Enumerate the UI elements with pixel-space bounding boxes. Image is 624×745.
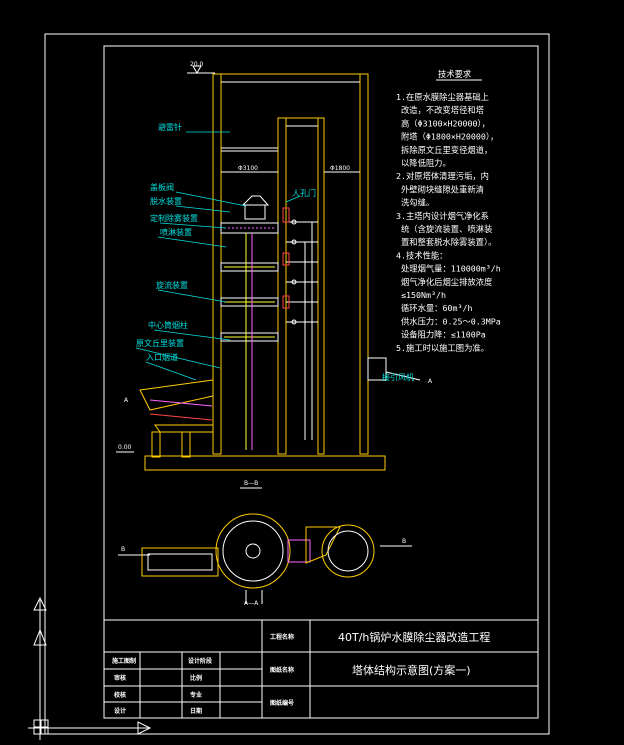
label-demist: 脱水装置	[150, 196, 182, 206]
label-spray: 喷淋装置	[160, 227, 192, 237]
section-aa-label: A—A	[244, 600, 259, 607]
dim-main-text: Φ3100	[238, 165, 258, 172]
note-line: 处理烟气量：110000m³/h	[396, 264, 501, 274]
main-tower	[212, 73, 369, 455]
leader-lines	[135, 131, 301, 381]
number-label: 图纸编号	[270, 699, 294, 707]
label-valve-top: 盖板阀	[150, 182, 174, 192]
fan-label: 接引风机	[382, 372, 414, 382]
row2-left: 审核	[114, 674, 126, 682]
dim-aux-text: Φ1800	[330, 165, 350, 172]
row1-right: 设计阶段	[188, 657, 212, 665]
inlet-duct	[139, 379, 214, 458]
note-line: 循环水量：60m³/h	[396, 303, 472, 313]
row1-left: 施工图制	[112, 657, 136, 665]
title-block: 工程名称 40T/h锅炉水膜除尘器改造工程 图纸名称 塔体结构示意图(方案一) …	[103, 619, 539, 719]
demister-cap	[241, 195, 270, 220]
row3-right: 专业	[190, 691, 202, 699]
mark-a-right: A	[428, 378, 433, 385]
label-center-pillar: 中心筒烟柱	[148, 320, 188, 330]
note-line: 外壁砌块缝隙处重新清	[396, 184, 484, 194]
note-line: 设备阻力降：≤1100Pa	[396, 330, 486, 340]
note-line: 置和整套脱水除雾装置）。	[396, 237, 496, 247]
drawing-label: 图纸名称	[270, 666, 294, 674]
note-line: 3.主塔内设计烟气净化系	[396, 211, 489, 221]
note-line: 1.在原水膜除尘器基础上	[396, 92, 489, 102]
note-line: ≤150Nm³/h	[396, 290, 446, 300]
row4-right: 日期	[190, 707, 202, 715]
dimensions: Φ3100 Φ1800	[221, 165, 360, 173]
ucs-icon[interactable]	[28, 596, 152, 740]
mark-b-left: B	[121, 546, 125, 553]
note-line: 高（Φ3100×H20000），	[396, 118, 490, 128]
mark-b-right: B	[402, 538, 406, 545]
label-lightning: 避雷针	[158, 122, 182, 132]
elev-top-text: 20.0	[190, 61, 204, 68]
note-line: 5.施工时以施工图为准。	[396, 343, 489, 353]
outer-frame	[44, 33, 550, 735]
section-bb-label: B—B	[244, 480, 258, 487]
drawing-name: 塔体结构示意图(方案一)	[352, 663, 471, 677]
project-name: 40T/h锅炉水膜除尘器改造工程	[338, 630, 490, 644]
piping	[282, 207, 318, 440]
note-line: 4.技术性能：	[396, 250, 447, 260]
row4-left: 设计	[114, 707, 126, 715]
elevation-top: 20.0	[187, 61, 215, 75]
technical-notes: 技术要求 1.在原水膜除尘器基础上 改造，不改变塔径和塔 高（Φ3100×H20…	[396, 69, 501, 353]
note-line: 改造，不改变塔径和塔	[396, 105, 485, 115]
note-line: 附塔（Φ1800×H20000），	[396, 132, 498, 142]
label-mist-device: 定制除雾装置	[150, 213, 198, 223]
elev-ground-text: 0.00	[118, 444, 132, 451]
note-line: 统（含旋流装置、喷淋装	[396, 224, 492, 234]
note-line: 烟气净化后烟尘排放浓度	[396, 277, 492, 287]
plan-view: B B A—A	[118, 513, 412, 607]
outlet-fan: 接引风机 A	[367, 357, 433, 385]
internal-trays	[220, 222, 279, 450]
notes-lines: 1.在原水膜除尘器基础上 改造，不改变塔径和塔 高（Φ3100×H20000），…	[396, 92, 501, 353]
label-swirl: 旋流装置	[156, 280, 188, 290]
note-line: 拆除原文丘里变径烟道，	[396, 145, 492, 155]
notes-heading: 技术要求	[438, 69, 472, 79]
label-manhole: 人孔门	[292, 188, 316, 198]
note-line: 洗勾缝。	[396, 198, 434, 208]
project-label: 工程名称	[270, 633, 294, 641]
label-venturi: 原文丘里装置	[136, 338, 184, 348]
row2-right: 比例	[190, 674, 202, 682]
ground: 0.00 A	[116, 397, 386, 471]
note-line: 以降低阻力。	[396, 158, 451, 168]
row3-left: 校核	[114, 691, 126, 699]
note-line: 供水压力：0.25～0.3MPa	[396, 316, 501, 326]
note-line: 2.对原塔体清理污垢，内	[396, 171, 489, 181]
label-inlet-duct: 入口烟道	[146, 352, 178, 362]
mark-a-left: A	[124, 397, 129, 404]
